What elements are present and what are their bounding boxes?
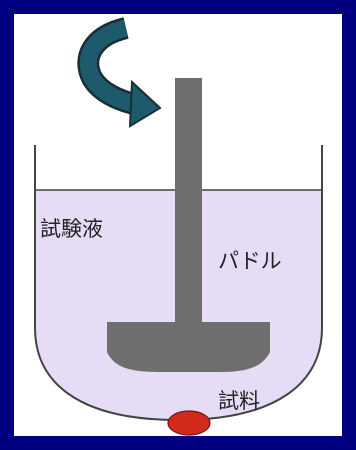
paddle-label: パドル	[218, 249, 282, 273]
curved-rotation-arrow-icon	[77, 17, 162, 128]
sample-label: 試料	[218, 389, 260, 413]
sample-tablet	[167, 410, 211, 436]
paddle-shaft	[175, 78, 202, 328]
test-liquid-label: 試験液	[40, 217, 103, 241]
paddle-blade	[107, 322, 270, 372]
